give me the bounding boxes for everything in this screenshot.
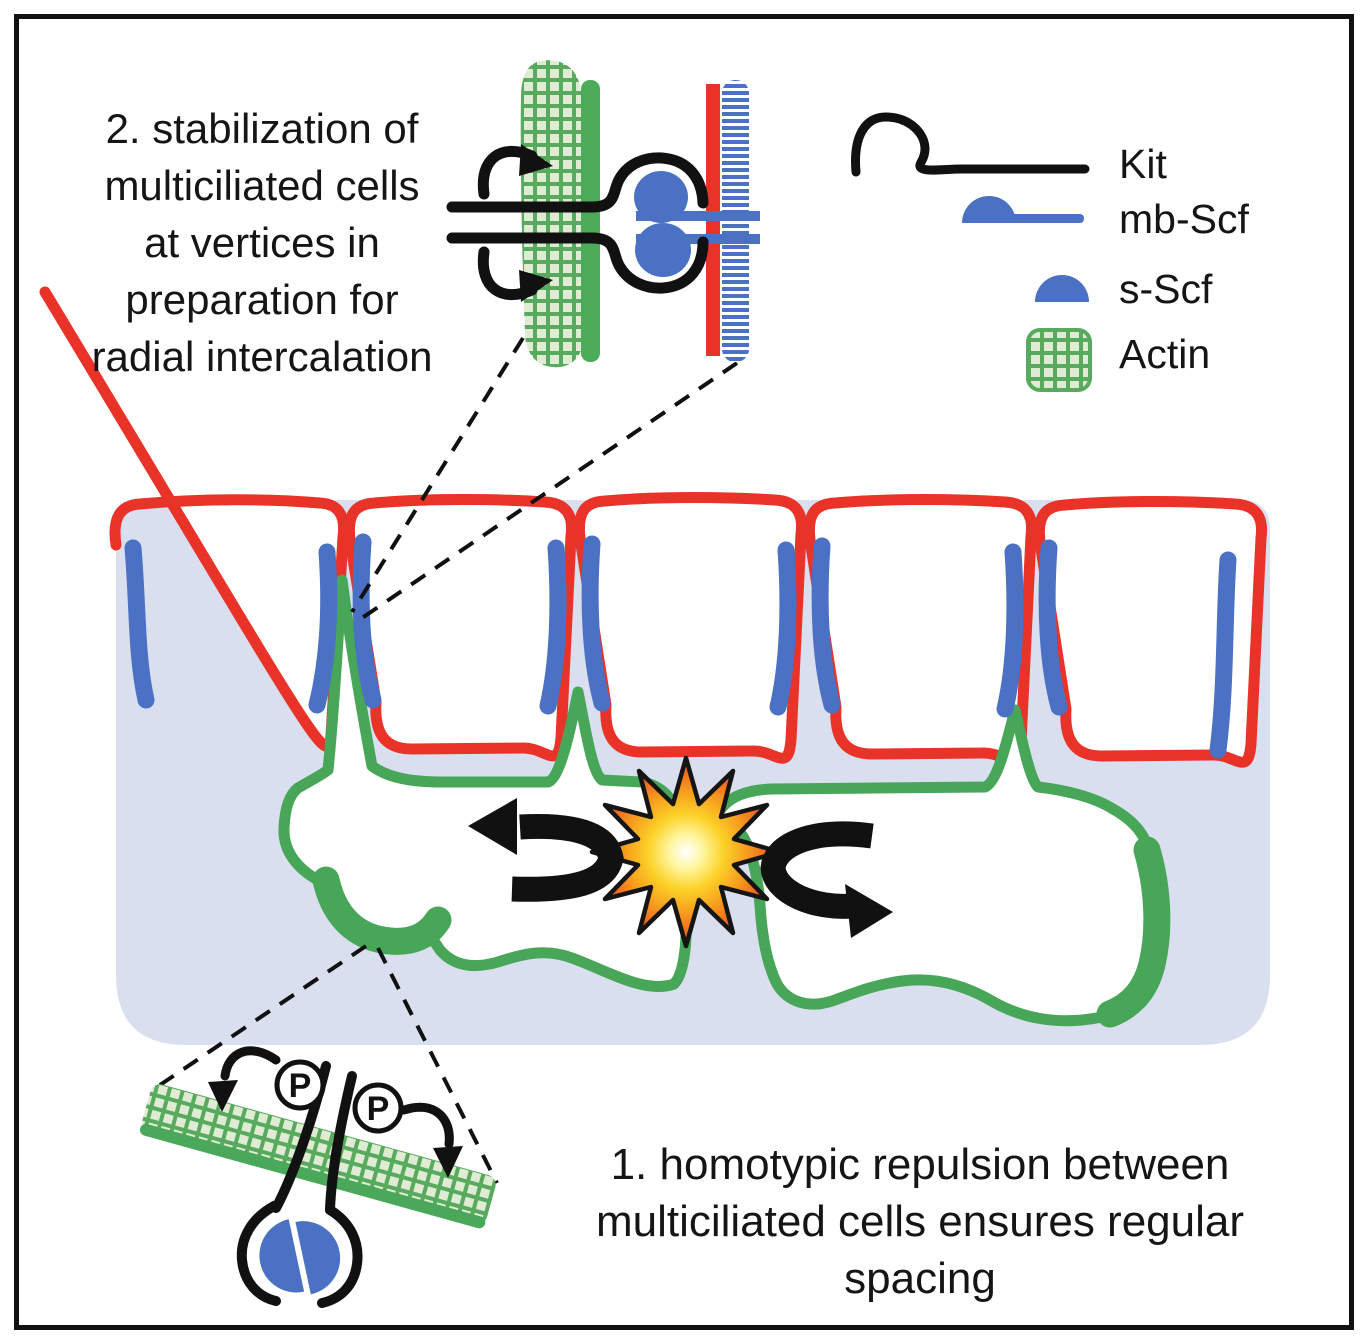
connector-line xyxy=(376,947,499,1184)
membrane-scf-icon xyxy=(962,196,1084,223)
legend-label-actin: Actin xyxy=(1119,331,1211,377)
actin-bar-edge xyxy=(139,1123,486,1229)
sscf-dimer-left xyxy=(259,1219,305,1293)
repulsion-arrow-right-head xyxy=(845,884,893,938)
caption-step2-line: preparation for xyxy=(125,276,399,323)
caption-step1-line: 1. homotypic repulsion between xyxy=(610,1140,1230,1189)
legend-label-kit: Kit xyxy=(1119,141,1167,187)
mbscf-mark xyxy=(996,543,1024,718)
actin-meshwork-bar xyxy=(141,1084,496,1224)
mbscf-mark xyxy=(124,539,155,709)
repulsion-arrow-left xyxy=(511,813,624,902)
mbscf-mark xyxy=(308,543,338,714)
mbscf-mark xyxy=(769,541,797,716)
cortical-actin-patch-bottom-left xyxy=(312,866,452,955)
caption-step2-line: at vertices in xyxy=(144,219,380,266)
kit-stalk-right xyxy=(325,1071,357,1215)
sscf-dimer-right xyxy=(295,1221,341,1295)
connector-line xyxy=(350,336,525,614)
phospho-arrow-right-head xyxy=(433,1146,463,1178)
mbscf-mark xyxy=(1209,551,1237,759)
kit-receptor-line-icon xyxy=(851,112,1090,177)
actin-crosshatch-icon xyxy=(1026,328,1092,392)
soluble-scf-icon xyxy=(1035,275,1089,302)
caption-step1-line: spacing xyxy=(844,1254,996,1303)
epithelial-cell xyxy=(803,494,1038,766)
connector-line xyxy=(360,361,739,620)
mbscf-mark xyxy=(1038,539,1068,716)
phospho-p-left: P xyxy=(289,1067,312,1105)
phospho-circle-left xyxy=(274,1059,326,1111)
caption-step1-line: multiciliated cells ensures regular xyxy=(595,1197,1245,1246)
legend-label-mbscf: mb-Scf xyxy=(1119,196,1249,242)
inset-vertex-zoom xyxy=(446,60,760,368)
caption-step2-line: radial intercalation xyxy=(91,333,433,380)
actin-recruitment-arrows xyxy=(477,144,553,302)
phospho-arrow-left-head xyxy=(208,1080,238,1112)
mbscf-mark xyxy=(581,535,611,712)
caption-step2: 2. stabilization of multiciliated cells … xyxy=(52,100,472,385)
mbscf-mark xyxy=(811,537,841,714)
sscf-ligand-lower xyxy=(635,223,691,277)
mbscf-tail-upper xyxy=(636,211,760,221)
curved-arrow-bottom-head xyxy=(519,270,553,302)
epithelial-cell xyxy=(343,494,578,762)
repulsion-arrows xyxy=(468,798,893,938)
kit-receptor-pair xyxy=(446,152,709,294)
connector-line xyxy=(158,944,368,1087)
inset-connector-lines xyxy=(158,336,739,1184)
actin-bundle-bar xyxy=(581,80,600,362)
phospho-p-right: P xyxy=(367,1090,390,1128)
sscf-ligand-upper xyxy=(634,171,688,223)
kit-receptor-lower xyxy=(446,232,709,294)
mbscf-membrane-marks xyxy=(124,533,1237,759)
phospho-arrows xyxy=(208,1046,463,1178)
curved-arrow-top-head xyxy=(519,144,553,176)
actin-meshwork xyxy=(520,60,584,368)
inset-phospho-zoom: P P xyxy=(139,1046,496,1308)
epithelial-cell-row xyxy=(39,286,1268,768)
cortical-actin-patch-right xyxy=(1096,836,1171,1028)
epithelial-cell xyxy=(39,286,350,752)
repulsion-arrow-left-head xyxy=(468,798,517,855)
mbscf-tail-lower xyxy=(636,234,760,244)
caption-step2-line: multiciliated cells xyxy=(104,162,420,209)
caption-step1: 1. homotypic repulsion between multicili… xyxy=(470,1136,1368,1307)
phospho-arrow-right xyxy=(399,1102,454,1149)
mbscf-mark xyxy=(539,539,567,715)
repulsion-arrow-right xyxy=(760,821,874,919)
epithelial-cell xyxy=(573,492,808,764)
kit-loop-left xyxy=(236,1201,281,1306)
legend-icons xyxy=(851,112,1092,392)
kit-receptor-upper xyxy=(446,152,709,213)
caption-step2-line: 2. stabilization of xyxy=(105,105,419,152)
kit-loop-right xyxy=(317,1205,363,1308)
collision-starburst-icon xyxy=(589,755,783,949)
legend-label-sscf: s-Scf xyxy=(1119,266,1213,312)
epithelial-cell xyxy=(1033,496,1268,768)
phospho-arrow-left xyxy=(220,1046,281,1081)
mbscf-mark xyxy=(352,533,382,709)
